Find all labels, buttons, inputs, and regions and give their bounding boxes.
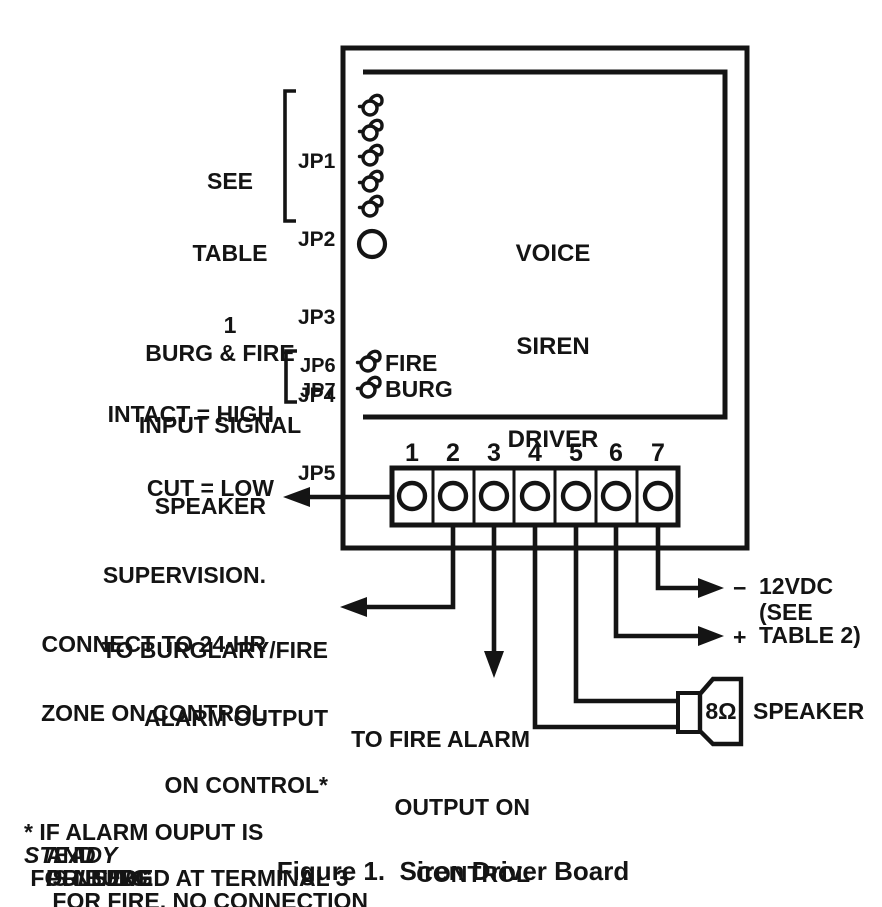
jumper-labels-jp1-jp5: JP1 JP2 JP3 JP4 JP5 (298, 97, 335, 539)
terminal-3-screw (478, 480, 510, 512)
board-title: VOICE SIREN DRIVER (507, 240, 599, 453)
speaker-supervision-callout: SPEAKER SUPERVISION. CONNECT TO 24-HR ZO… (41, 493, 266, 726)
wire-terminal-4-speaker (532, 497, 680, 730)
terminal-number-7: 7 (651, 439, 665, 467)
terminal-4-screw (519, 480, 551, 512)
jumper-icon-jp7-burg (355, 375, 382, 399)
jp6-label: JP6 (300, 355, 336, 377)
arrow-to-fire-output (484, 651, 504, 678)
board-outline (340, 45, 750, 551)
figure-caption: Figure 1. Siren Driver Board (276, 856, 630, 886)
speaker-icon (676, 676, 744, 747)
jumper-icon-jp5 (357, 194, 384, 218)
terminal-2-screw (437, 480, 469, 512)
power-volts-label: 12VDC (759, 573, 834, 599)
jp4-label: JP4 (298, 384, 336, 407)
power-table-label: TABLE 2) (759, 622, 861, 648)
terminal-number-4: 4 (528, 439, 542, 467)
jumper-icon-jp4 (357, 169, 384, 193)
jp1-label: JP1 (298, 150, 336, 173)
terminal-number-6: 6 (609, 439, 623, 467)
power-see-label: (SEE (759, 599, 813, 625)
terminal-number-2: 2 (446, 439, 460, 467)
terminal-1-screw (396, 480, 428, 512)
speaker-label: SPEAKER (753, 698, 865, 724)
bracket-jp1-jp5 (283, 89, 296, 223)
terminal-block (389, 465, 681, 528)
jumper-icon-jp3 (357, 143, 384, 167)
footnote-line-3: IS NEEDED AT TERMINAL 3 (46, 865, 349, 891)
wire-terminal-6-plus12v (613, 497, 699, 639)
footnote-line-2: AND PULSING FOR FIRE, NO CONNECTION (46, 842, 368, 907)
terminal-7-screw (642, 480, 674, 512)
jp3-label: JP3 (298, 306, 336, 329)
speaker-impedance-label: 8Ω (705, 698, 737, 724)
terminal-number-5: 5 (569, 439, 583, 467)
input-signal-legend: INTACT = HIGH CUT = LOW (107, 401, 274, 501)
footnote-line-1: * IF ALARM OUPUT IS STEADY FOR BURG (24, 819, 270, 891)
burglary-output-callout: TO BURGLARY/FIRE ALARM OUTPUT ON CONTROL… (101, 637, 328, 798)
jumper-icon-jp6-fire (355, 349, 382, 373)
input-signal-heading: BURG & FIRE INPUT SIGNAL (138, 340, 302, 438)
terminal-number-1: 1 (405, 439, 419, 467)
burg-channel-label: BURG (385, 376, 453, 402)
jumper-icon-jp1 (357, 93, 384, 117)
arrow-to-burglary-output (340, 597, 367, 617)
fire-channel-label: FIRE (385, 350, 438, 376)
see-table-note: SEE TABLE 1 (192, 168, 268, 338)
board-inner-outline (363, 69, 728, 420)
terminal-5-screw (560, 480, 592, 512)
pad-circle-icon (356, 228, 388, 260)
power-plus-sign: + (733, 624, 747, 650)
jp2-label: JP2 (298, 228, 336, 251)
arrow-to-plus-12vdc (698, 626, 724, 646)
arrow-to-supervision (283, 487, 310, 507)
terminal-6-screw (600, 480, 632, 512)
terminal-number-3: 3 (487, 439, 501, 467)
wire-terminal-5-speaker (573, 497, 680, 704)
fire-output-callout: TO FIRE ALARM OUTPUT ON CONTROL (351, 726, 530, 887)
arrow-to-minus-12vdc (698, 578, 724, 598)
wire-terminal-2-burglary (366, 497, 456, 610)
bracket-jp6-jp7 (284, 349, 297, 404)
jp5-label: JP5 (298, 462, 336, 485)
jumper-icon-jp2 (357, 118, 384, 142)
jp7-label: JP7 (300, 380, 336, 402)
power-minus-sign: − (733, 575, 747, 601)
